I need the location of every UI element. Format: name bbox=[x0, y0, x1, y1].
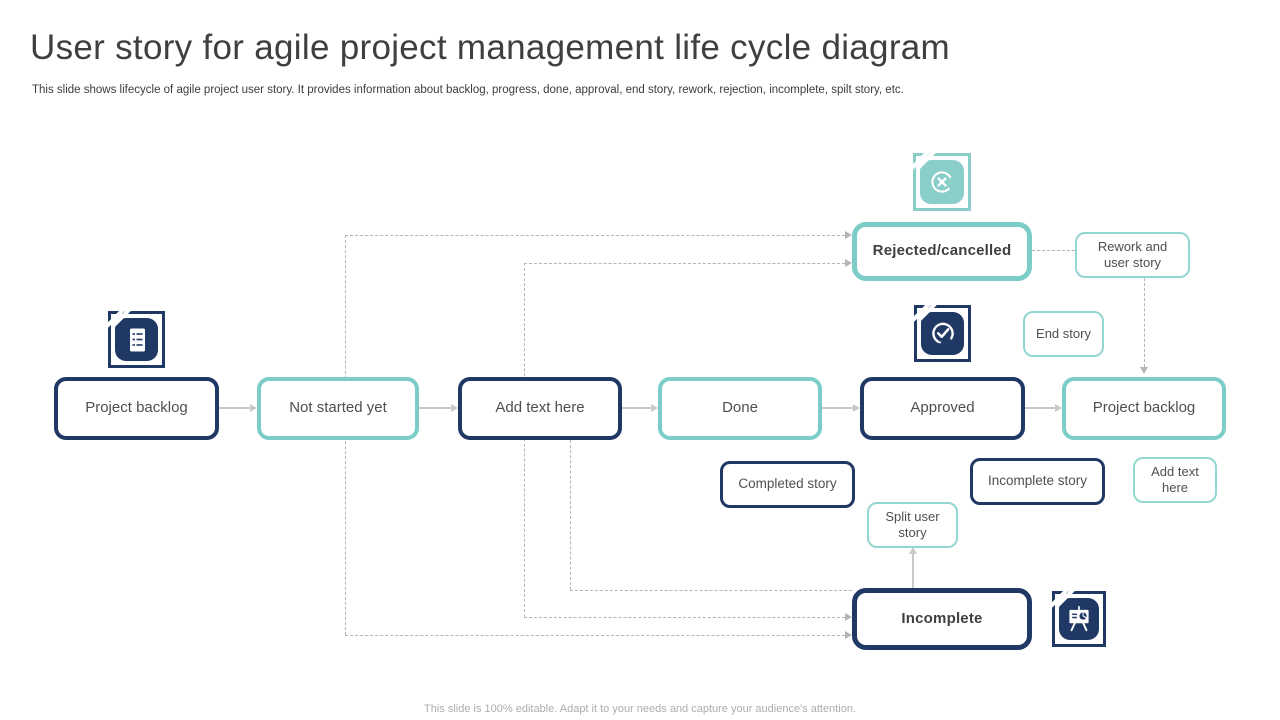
arrowhead-3 bbox=[651, 404, 658, 412]
icon-tile bbox=[115, 318, 158, 361]
node-split-user-story[interactable]: Split user story bbox=[867, 502, 958, 548]
node-label: Project backlog bbox=[1092, 399, 1196, 417]
node-label: Rejected/cancelled bbox=[872, 242, 1012, 260]
node-incomplete[interactable]: Incomplete bbox=[852, 588, 1032, 650]
node-add-text-here-main[interactable]: Add text here bbox=[458, 377, 622, 440]
connector-notstarted-to-rejected bbox=[345, 235, 845, 236]
arrowhead-up-split bbox=[909, 547, 917, 554]
node-project-backlog-end[interactable]: Project backlog bbox=[1062, 377, 1226, 440]
node-not-started-yet[interactable]: Not started yet bbox=[257, 377, 419, 440]
arrowhead-into-incomplete-2 bbox=[845, 631, 852, 639]
connector-rejected-to-rework bbox=[1032, 250, 1075, 251]
node-label: Add text here bbox=[1151, 463, 1199, 495]
icon-tile bbox=[920, 160, 964, 204]
node-label: Add text here bbox=[495, 399, 585, 417]
arrowhead-into-incomplete-1 bbox=[845, 613, 852, 621]
node-label: Incomplete story bbox=[987, 473, 1088, 489]
node-label: Split user story bbox=[885, 508, 940, 540]
arrowhead-1 bbox=[250, 404, 257, 412]
connector-into-incomplete-mid bbox=[524, 617, 845, 618]
check-circle-icon bbox=[908, 298, 971, 362]
node-completed-story[interactable]: Completed story bbox=[720, 461, 855, 508]
node-label: Completed story bbox=[738, 476, 837, 492]
arrowhead-into-backlog-end bbox=[1140, 367, 1148, 374]
arrowhead-4 bbox=[853, 404, 860, 412]
icon-tile bbox=[1059, 598, 1099, 640]
node-label: End story bbox=[1036, 325, 1091, 341]
node-label: Not started yet bbox=[289, 399, 387, 417]
connector-into-incomplete-bottom bbox=[345, 635, 845, 636]
node-rework-user-story[interactable]: Rework and user story bbox=[1075, 232, 1190, 278]
arrow-notstarted-to-addtext bbox=[419, 407, 451, 409]
arrowhead-5 bbox=[1055, 404, 1062, 412]
cancel-glyph bbox=[931, 171, 953, 193]
node-label: Done bbox=[722, 399, 758, 417]
connector-vertical-addtext-down bbox=[570, 440, 571, 590]
connector-rework-to-backlog bbox=[1144, 278, 1145, 367]
arrow-incomplete-to-split bbox=[912, 554, 914, 588]
node-approved[interactable]: Approved bbox=[860, 377, 1025, 440]
arrow-approved-to-backlog bbox=[1025, 407, 1055, 409]
node-label: Approved bbox=[910, 399, 975, 417]
connector-into-incomplete-top bbox=[570, 590, 852, 591]
connector-vertical-mid bbox=[524, 263, 525, 617]
arrowhead-2 bbox=[451, 404, 458, 412]
node-label: Rework and user story bbox=[1097, 238, 1168, 270]
footer-note: This slide is 100% editable. Adapt it to… bbox=[424, 703, 856, 715]
arrow-backlog-to-notstarted bbox=[219, 407, 250, 409]
arrow-addtext-to-done bbox=[622, 407, 651, 409]
arrowhead-into-rejected-1 bbox=[845, 231, 852, 239]
node-incomplete-story[interactable]: Incomplete story bbox=[970, 458, 1105, 505]
node-add-text-here-small[interactable]: Add text here bbox=[1133, 457, 1217, 503]
arrowhead-into-rejected-2 bbox=[845, 259, 852, 267]
node-label: Project backlog bbox=[85, 399, 188, 417]
presentation-chart-icon bbox=[1046, 584, 1106, 647]
cancel-circle-icon bbox=[907, 146, 971, 211]
node-end-story[interactable]: End story bbox=[1023, 311, 1104, 357]
document-glyph bbox=[129, 328, 145, 351]
node-label: Incomplete bbox=[901, 609, 983, 627]
arrow-done-to-approved bbox=[822, 407, 853, 409]
icon-tile bbox=[921, 312, 964, 355]
slide-subtitle: This slide shows lifecycle of agile proj… bbox=[32, 84, 904, 96]
connector-addtext-to-rejected bbox=[524, 263, 845, 264]
node-done[interactable]: Done bbox=[658, 377, 822, 440]
node-rejected-cancelled[interactable]: Rejected/cancelled bbox=[852, 222, 1032, 281]
page-title: User story for agile project management … bbox=[30, 28, 950, 67]
node-project-backlog-start[interactable]: Project backlog bbox=[54, 377, 219, 440]
document-checklist-icon bbox=[102, 304, 165, 368]
check-glyph bbox=[931, 322, 954, 344]
presentation-glyph bbox=[1069, 606, 1089, 632]
